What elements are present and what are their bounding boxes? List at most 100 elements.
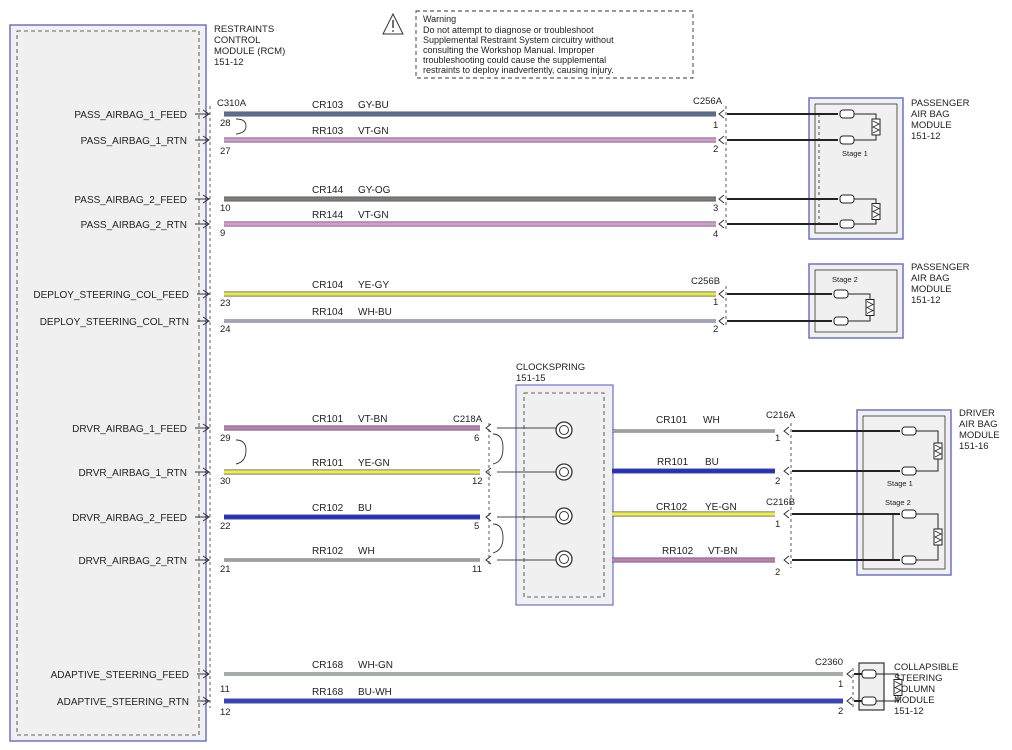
c256a-pin-2: 2: [713, 144, 718, 155]
warning-line-2: Supplemental Restraint System circuitry …: [423, 35, 614, 45]
c256b-pin-1: 1: [713, 297, 718, 308]
rcm-label-drvr-airbag-2-rtn: DRVR_AIRBAG_2_RTN: [78, 556, 187, 567]
warning-line-4: troubleshooting could cause the suppleme…: [423, 55, 606, 65]
wire-color-rr102: WH: [358, 546, 375, 557]
pass-stage2-stage-label: Stage 2: [832, 275, 858, 284]
rcm-label-deploy-steering-col-feed: DEPLOY_STEERING_COL_FEED: [33, 290, 189, 301]
wire-color-rr102-right: VT-BN: [708, 546, 737, 557]
rcm-pin-30: 30: [220, 476, 231, 487]
rcm-pin-29: 29: [220, 433, 231, 444]
rcm-pin-11: 11: [220, 684, 230, 695]
wire-label-rr144: RR144: [312, 210, 344, 221]
c218a-pin-12: 12: [472, 476, 483, 487]
c216b-pin-2: 2: [775, 567, 780, 578]
driver-title-2: AIR BAG: [959, 419, 998, 430]
rcm-module-box: [9, 24, 207, 742]
pass-stage1-module-inner: [814, 103, 898, 234]
driver-stage1-squib: [901, 426, 943, 476]
c218a-pin-11: 11: [472, 564, 482, 575]
pass-stage1-squib: [839, 109, 881, 145]
wire-label-rr104: RR104: [312, 307, 344, 318]
wire-color-cr102: BU: [358, 503, 372, 514]
rcm-label-pass-airbag-1-feed: PASS_AIRBAG_1_FEED: [74, 110, 187, 121]
rcm-pin-24: 24: [220, 324, 231, 335]
warning-line-3: consulting the Workshop Manual. Improper: [423, 45, 594, 55]
c256a-name: C256A: [693, 96, 723, 107]
c2360-name: C2360: [815, 657, 843, 668]
rcm-pin-28: 28: [220, 118, 231, 129]
wire-label-rr101: RR101: [312, 458, 344, 469]
coil-icon: [555, 507, 573, 525]
wire-color-cr101-right: WH: [703, 415, 720, 426]
c2360-pin-2: 2: [838, 706, 843, 717]
wire-label-cr103: CR103: [312, 100, 344, 111]
c256b-pin-2: 2: [713, 324, 718, 335]
right-wires: [497, 427, 775, 563]
rcm-label-pass-airbag-2-feed: PASS_AIRBAG_2_FEED: [74, 195, 187, 206]
clockspring-inner: [523, 392, 605, 598]
warning-line-5: restraints to deploy inadvertently, caus…: [423, 65, 614, 75]
c218a-name: C218A: [453, 414, 483, 425]
twisted-pair-brackets: [235, 118, 504, 554]
rcm-pin-22: 22: [220, 521, 231, 532]
driver-stage1-label: Stage 1: [887, 479, 913, 488]
wire-color-cr104: YE-GY: [358, 280, 389, 291]
wire-label-rr168: RR168: [312, 687, 344, 698]
c216a-pin-1: 1: [775, 433, 780, 444]
rcm-pin-9: 9: [220, 228, 225, 239]
rcm-pin-27: 27: [220, 146, 231, 157]
clockspring-title: CLOCKSPRING: [516, 362, 585, 373]
pass-stage2-module-box: [808, 263, 904, 339]
rcm-arrows: [195, 109, 210, 706]
clockspring-leads: [497, 427, 556, 561]
rcm-label-adaptive-steering-feed: ADAPTIVE_STEERING_FEED: [51, 670, 189, 681]
column-squib: [861, 669, 903, 706]
pass-stage1-title-1: PASSENGER: [911, 98, 970, 109]
driver-module-box: [856, 409, 952, 576]
wire-color-rr101: YE-GN: [358, 458, 390, 469]
c218a-pin-5: 5: [474, 521, 479, 532]
rcm-label-pass-airbag-1-rtn: PASS_AIRBAG_1_RTN: [81, 136, 187, 147]
clockspring-box: [515, 384, 614, 606]
wire-color-rr104: WH-BU: [358, 307, 392, 318]
rcm-label-adaptive-steering-rtn: ADAPTIVE_STEERING_RTN: [57, 697, 189, 708]
wire-label-cr101-right: CR101: [656, 415, 688, 426]
pass-stage1-squib-b: [839, 194, 881, 229]
squib-symbols: [727, 109, 943, 706]
right-wire-labels: CR101 WH RR101 BU CR102 YE-GN RR102 VT-B…: [656, 415, 737, 557]
wire-label-rr103: RR103: [312, 126, 344, 137]
coil-icon: [555, 463, 573, 481]
rcm-label-drvr-airbag-1-rtn: DRVR_AIRBAG_1_RTN: [78, 468, 187, 479]
warning-title: Warning: [423, 14, 456, 24]
rcm-module-inner: [16, 30, 200, 736]
pass-stage1-title-3: MODULE: [911, 120, 952, 131]
c256b-name: C256B: [691, 276, 720, 287]
rcm-connector-name: C310A: [217, 98, 247, 109]
c216b-pin-1: 1: [775, 519, 780, 530]
rcm-pin-21: 21: [220, 564, 231, 575]
clockspring-coil-icons: [555, 421, 573, 568]
driver-stage2-squib: [901, 509, 943, 565]
pass-stage2-squib: [833, 289, 875, 326]
pass-stage2-title-3: MODULE: [911, 284, 952, 295]
column-title-1: COLLAPSIBLE: [894, 662, 958, 673]
wire-color-cr103: GY-BU: [358, 100, 389, 111]
rcm-title-2: CONTROL: [214, 35, 260, 46]
rcm-label-pass-airbag-2-rtn: PASS_AIRBAG_2_RTN: [81, 220, 187, 231]
column-title-3: COLUMN: [894, 684, 935, 695]
wire-label-cr101: CR101: [312, 414, 344, 425]
rcm-label-drvr-airbag-2-feed: DRVR_AIRBAG_2_FEED: [72, 513, 187, 524]
rcm-title-4: 151-12: [214, 57, 244, 68]
column-title-2: STEERING: [894, 673, 943, 684]
rcm-pin-numbers: 28 27 10 9 23 24 29 30 22 21 11 12: [220, 118, 231, 718]
left-wire-labels: CR103 GY-BU RR103 VT-GN CR144 GY-OG RR14…: [312, 100, 393, 698]
rcm-pin-10: 10: [220, 203, 231, 214]
wire-label-rr102-right: RR102: [662, 546, 694, 557]
rcm-label-deploy-steering-col-rtn: DEPLOY_STEERING_COL_RTN: [40, 317, 189, 328]
wire-color-cr144: GY-OG: [358, 185, 391, 196]
pass-stage1-title-2: AIR BAG: [911, 109, 950, 120]
wire-label-cr102: CR102: [312, 503, 344, 514]
c216a-name: C216A: [766, 410, 796, 421]
wire-color-rr168: BU-WH: [358, 687, 392, 698]
c218a-pin-6: 6: [474, 433, 479, 444]
